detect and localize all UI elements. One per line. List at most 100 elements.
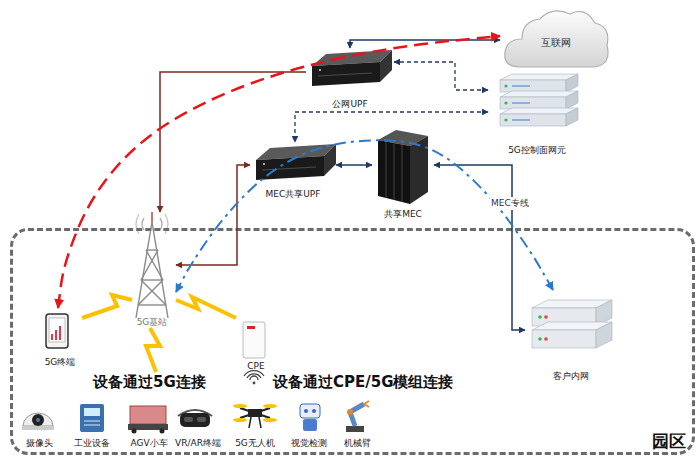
tower-symbol	[151, 212, 152, 222]
vr-icon	[184, 417, 193, 422]
vr-icon	[197, 417, 206, 422]
drone-icon	[233, 404, 277, 428]
device-node: 视觉检测	[286, 400, 332, 452]
wireless-bolt	[82, 295, 236, 372]
agv-icon	[160, 429, 165, 434]
server-stack	[504, 101, 507, 104]
wireless-bolt	[146, 328, 160, 372]
agv-icon	[130, 406, 166, 424]
node-label: MEC共享UPF	[266, 188, 321, 200]
mec-rack	[378, 130, 428, 204]
node-label: 5G无人机	[235, 437, 275, 449]
device-node: 机械臂	[334, 400, 380, 452]
drone-icon	[233, 404, 247, 408]
agv-icon	[132, 429, 137, 434]
cpe-icon	[244, 371, 264, 380]
node-label: 公网UPF	[332, 98, 367, 110]
terminal-node: 5G终端	[38, 308, 82, 368]
node-label: VR/AR终端	[175, 437, 221, 449]
node-label: 互联网	[541, 37, 571, 49]
industrial-device-icon	[80, 404, 104, 432]
connector	[394, 62, 488, 90]
server-stack	[504, 118, 507, 121]
phone-icon	[59, 326, 61, 340]
mec-rack	[394, 143, 395, 200]
vision-robot-icon	[300, 404, 320, 418]
device-node: 工业设备	[70, 400, 114, 452]
phone-icon	[49, 318, 65, 342]
drone-icon	[263, 418, 277, 422]
upf-device	[256, 144, 336, 180]
server-stack	[566, 91, 578, 109]
edge-label: MEC专线	[490, 197, 530, 210]
caption-text: 设备通过5G连接	[93, 373, 206, 392]
vr-icon	[180, 413, 210, 427]
upf-device	[256, 156, 324, 180]
connector	[160, 72, 306, 212]
industrial-device-icon	[84, 421, 100, 422]
caption-text: 设备通过CPE/5G模组连接	[273, 373, 453, 392]
connector	[434, 165, 525, 330]
node-label: 共享MEC	[384, 208, 422, 220]
node-label: 工业设备	[74, 437, 110, 449]
robot-arm-icon	[346, 401, 369, 432]
drone-icon	[240, 408, 270, 418]
industrial-device-icon	[84, 408, 100, 416]
server-stack	[566, 108, 578, 126]
camera-icon	[36, 418, 40, 422]
server-stack	[566, 74, 578, 92]
server-stack	[500, 74, 578, 80]
node-label: 5G终端	[45, 356, 76, 368]
node-label: 园区	[652, 431, 686, 451]
server-stack	[544, 337, 548, 341]
server-stack	[500, 97, 566, 109]
server-stack	[538, 315, 542, 319]
upf-device	[312, 62, 380, 86]
tower-symbol	[146, 250, 163, 280]
robot-arm-icon	[346, 426, 364, 432]
node-label: 客户内网	[553, 370, 589, 382]
mec-rack	[410, 136, 428, 204]
camera-icon	[22, 413, 54, 430]
server-stack	[500, 91, 578, 97]
drone-icon	[240, 408, 270, 418]
upf-node: MEC共享UPF	[250, 142, 336, 200]
node-label: CPE	[247, 360, 264, 372]
device-node: VR/AR终端	[174, 400, 222, 452]
campus-region: 园区 5G基站 5G终端 CPE 客户内网摄像头 工业设备 AGV小车VR/AR终端 5G无人…	[10, 228, 695, 455]
node-label: 视觉检测	[291, 437, 327, 449]
cpe-icon	[253, 382, 256, 385]
server-node: 客户内网	[525, 290, 617, 384]
robot-arm-icon	[347, 409, 353, 415]
upf-node: 公网UPF	[306, 48, 394, 110]
tower-symbol	[138, 304, 166, 305]
robot-arm-icon	[364, 401, 369, 407]
connector	[350, 40, 500, 48]
node-label: 机械臂	[344, 437, 371, 449]
mec-rack	[378, 140, 410, 204]
industrial-device-icon	[80, 404, 104, 432]
device-node: 摄像头	[16, 400, 62, 452]
cpe-icon	[244, 371, 264, 376]
server-stack	[538, 337, 542, 341]
vision-robot-icon	[304, 409, 308, 413]
upf-device	[319, 69, 321, 71]
device-node: AGV小车	[124, 400, 174, 452]
upf-device	[263, 163, 265, 165]
connector	[295, 112, 488, 142]
camera-icon	[23, 413, 53, 426]
upf-device	[318, 73, 372, 76]
camera-icon	[22, 426, 54, 430]
cpe-icon	[243, 322, 265, 384]
phone-icon	[46, 314, 68, 348]
server-node: 5G控制面网元	[488, 70, 586, 156]
node-label: 5G基站	[137, 316, 168, 328]
server-stack	[512, 85, 530, 86]
mec-node: 共享MEC	[372, 126, 434, 220]
node-label: 5G控制面网元	[508, 144, 566, 156]
server-stack	[512, 102, 530, 103]
base-station-node: 5G基站	[128, 212, 176, 334]
node-label: 摄像头	[26, 437, 53, 449]
